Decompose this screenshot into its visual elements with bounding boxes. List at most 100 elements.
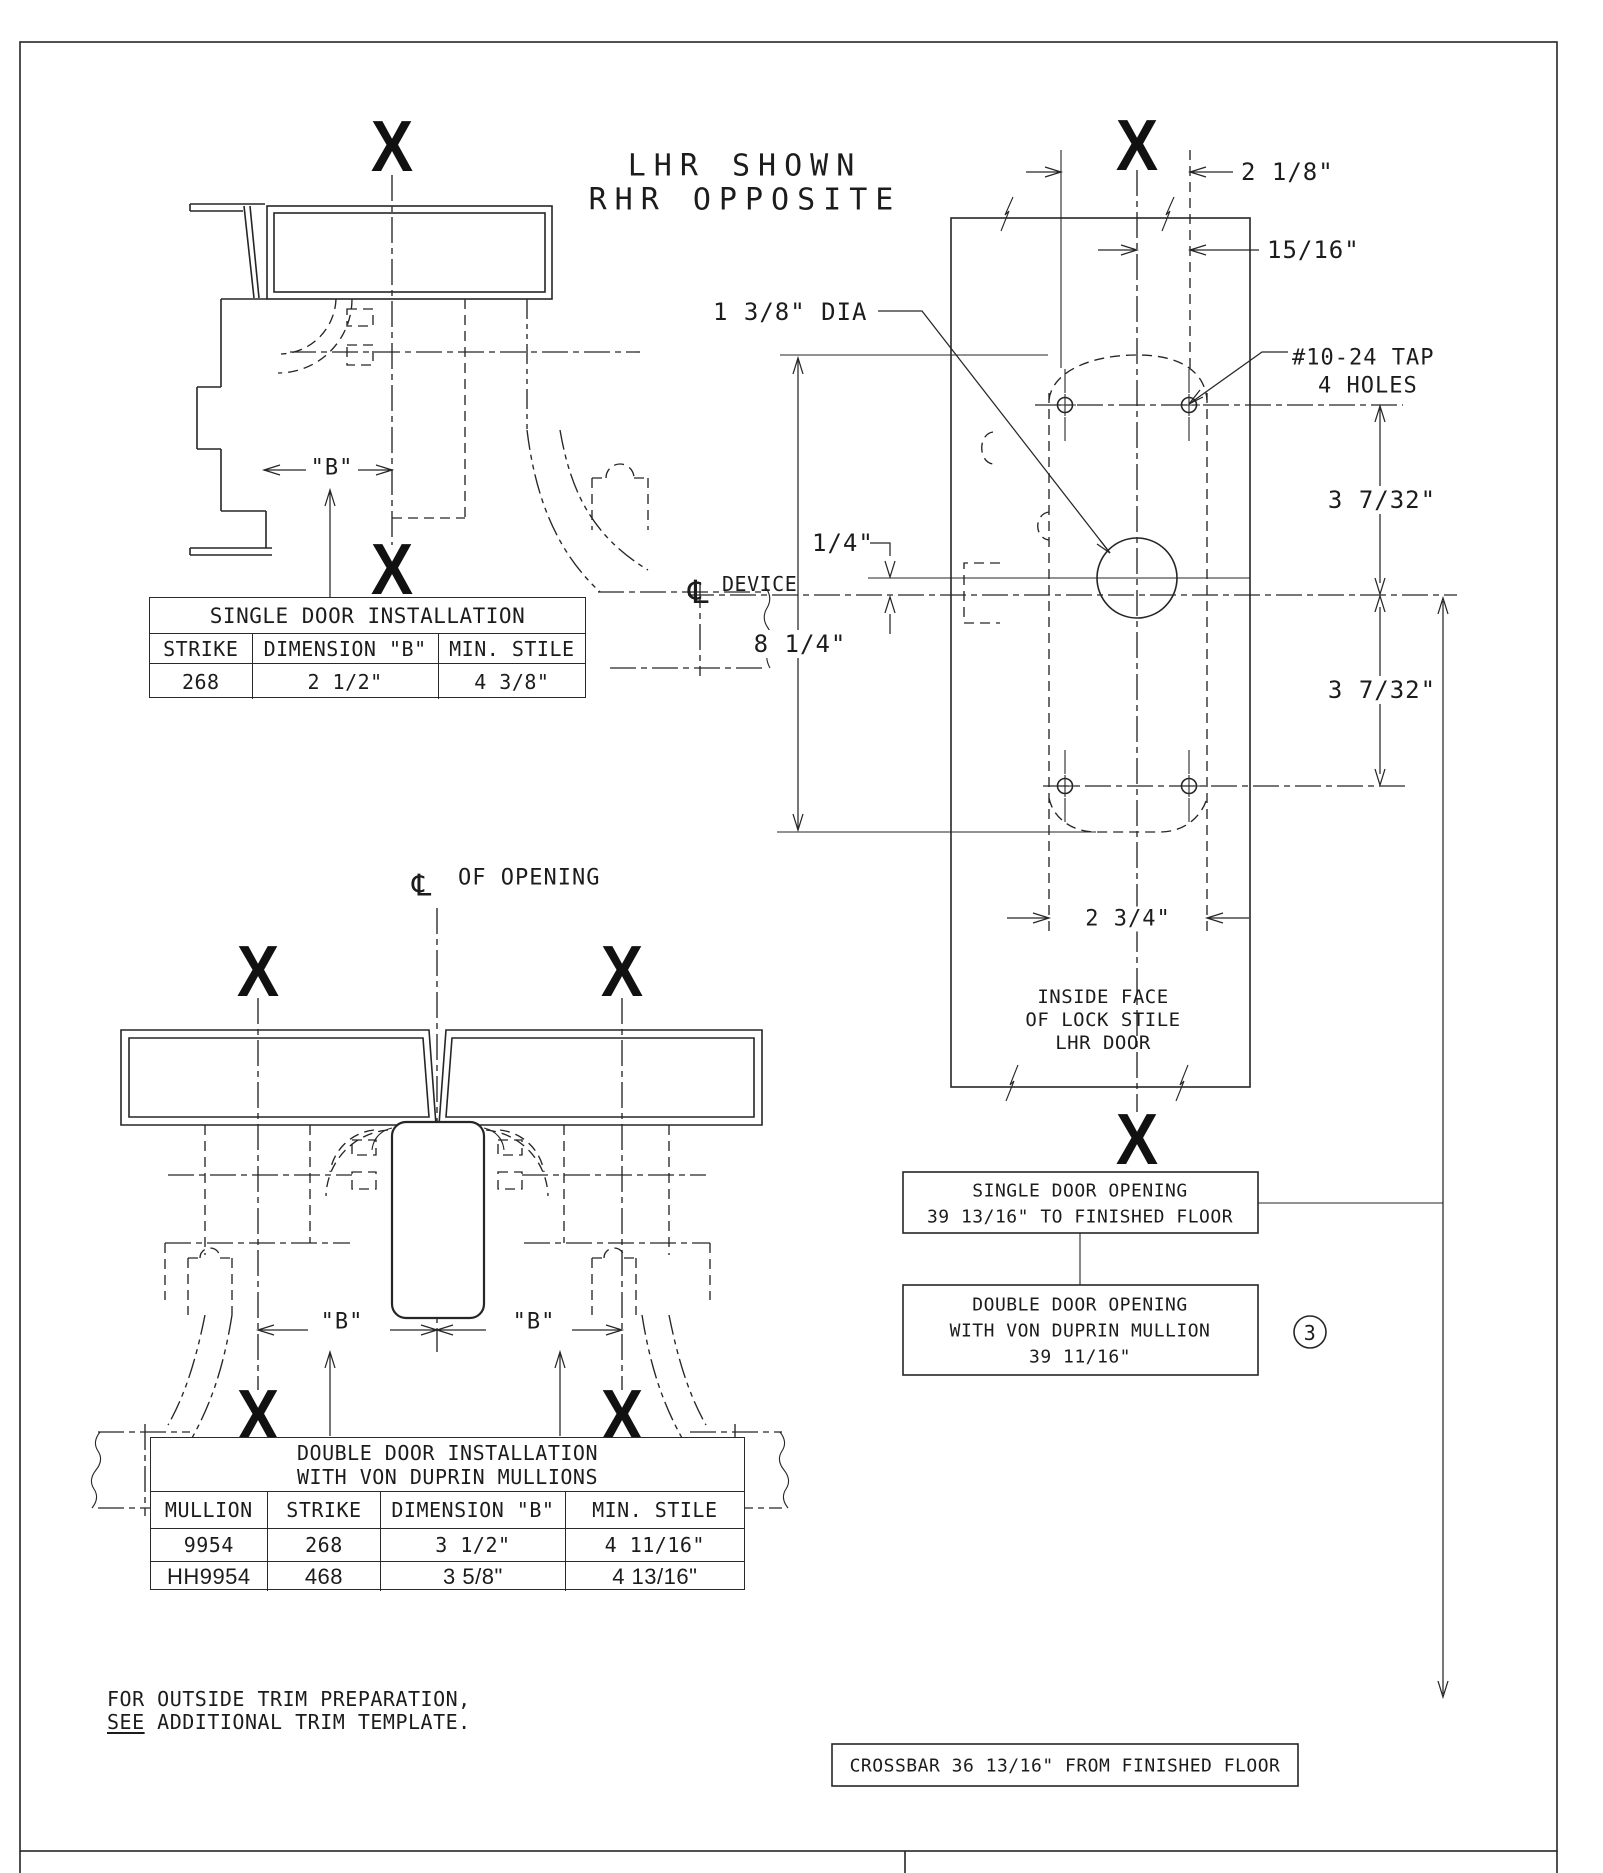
single-table-header-dimension-b: DIMENSION "B" bbox=[251, 634, 438, 663]
dim-b-right-label: "B" bbox=[512, 1309, 556, 1335]
double-table-title: DOUBLE DOOR INSTALLATION WITH VON DUPRIN… bbox=[151, 1438, 744, 1491]
x-marker: X bbox=[600, 932, 644, 1012]
lock-stile-outline bbox=[950, 217, 1251, 1088]
hole-dia-label: 1 3/8" DIA bbox=[713, 298, 868, 326]
double-table-header-strike: STRIKE bbox=[266, 1492, 381, 1528]
single-table-title: SINGLE DOOR INSTALLATION bbox=[209, 603, 526, 628]
x-marker: X bbox=[370, 107, 414, 187]
face-label-line1: INSIDE FACE bbox=[1037, 986, 1169, 1008]
trim-note-line1: FOR OUTSIDE TRIM PREPARATION, bbox=[107, 1687, 471, 1711]
single-table-data-row: 268 2 1/2" 4 3/8" bbox=[150, 663, 585, 699]
single-table-min-stile-value: 4 3/8" bbox=[437, 664, 585, 699]
double-opening-line1: DOUBLE DOOR OPENING bbox=[972, 1294, 1188, 1316]
single-door-table: SINGLE DOOR INSTALLATION STRIKE DIMENSIO… bbox=[149, 597, 586, 699]
single-door-section-view bbox=[189, 175, 773, 676]
dimension-b-right bbox=[434, 1324, 625, 1336]
orientation-note-line1: LHR SHOWN bbox=[627, 148, 863, 184]
double-table-header-dimension-b: DIMENSION "B" bbox=[380, 1492, 564, 1528]
double-table-cell: 4 11/16" bbox=[564, 1529, 744, 1561]
crossbar-note: CROSSBAR 36 13/16" FROM FINISHED FLOOR bbox=[849, 1755, 1281, 1777]
dimension-15-16 bbox=[1098, 244, 1259, 256]
tap-leader bbox=[1188, 351, 1288, 405]
left-device-hidden-lines bbox=[90, 1125, 389, 1516]
trim-note-line2-lead: SEE bbox=[107, 1710, 145, 1734]
double-table-cell: 4 13/16" bbox=[564, 1562, 744, 1591]
face-label-line2: OF LOCK STILE bbox=[1025, 1009, 1181, 1031]
crossbar-box bbox=[831, 1743, 1299, 1787]
balloon-3-circle bbox=[1293, 1315, 1327, 1349]
device-cl-label: DEVICE bbox=[722, 572, 798, 596]
single-table-header-strike: STRIKE bbox=[163, 636, 239, 661]
single-table-header-row: STRIKE DIMENSION "B" MIN. STILE bbox=[150, 633, 585, 663]
tap-note-line2: 4 HOLES bbox=[1318, 373, 1418, 399]
centerline-symbol: ℄ bbox=[412, 868, 432, 904]
dim-15-16-label: 15/16" bbox=[1267, 236, 1360, 264]
dim-1-4-label: 1/4" bbox=[812, 529, 874, 557]
double-door-section-view bbox=[90, 908, 790, 1516]
door-frame bbox=[189, 203, 272, 556]
double-table-cell: 3 1/2" bbox=[380, 1529, 564, 1561]
dim-3-7-32-upper-label: 3 7/32" bbox=[1323, 486, 1441, 514]
double-table-cell: 3 5/8" bbox=[380, 1562, 564, 1591]
x-marker: X bbox=[1115, 1100, 1159, 1180]
dim-8-1-4-label: 8 1/4" bbox=[749, 630, 851, 658]
double-opening-line3: 39 11/16" bbox=[1028, 1346, 1132, 1368]
double-table-header-mullion: MULLION bbox=[164, 1498, 253, 1522]
double-table-cell: 268 bbox=[266, 1529, 381, 1561]
double-table-header-min-stile: MIN. STILE bbox=[564, 1492, 744, 1528]
double-table-title-line1: DOUBLE DOOR INSTALLATION bbox=[297, 1440, 598, 1465]
dim-b-label: "B" bbox=[310, 455, 354, 481]
break-marks bbox=[1000, 196, 1189, 1102]
tap-note-line1: #10-24 TAP bbox=[1292, 345, 1435, 371]
dia-leader bbox=[878, 310, 1111, 554]
door-leaf bbox=[266, 205, 553, 300]
trim-note-line2: SEE ADDITIONAL TRIM TEMPLATE. bbox=[107, 1710, 471, 1734]
dim-2-1-8-label: 2 1/8" bbox=[1241, 158, 1334, 186]
dimension-2-1-8 bbox=[1026, 166, 1233, 178]
double-table-title-line2: WITH VON DUPRIN MULLIONS bbox=[297, 1464, 598, 1489]
dim-2-3-4-label: 2 3/4" bbox=[1081, 906, 1175, 932]
double-table-header-row: MULLION STRIKE DIMENSION "B" MIN. STILE bbox=[151, 1491, 744, 1528]
double-table-cell: 468 bbox=[266, 1562, 381, 1591]
x-marker: X bbox=[1115, 106, 1159, 186]
orientation-note-line2: RHR OPPOSITE bbox=[588, 182, 902, 218]
mullion bbox=[390, 1120, 486, 1320]
trim-note-line2-rest: ADDITIONAL TRIM TEMPLATE. bbox=[144, 1710, 471, 1734]
single-opening-line1: SINGLE DOOR OPENING bbox=[972, 1180, 1188, 1202]
dim-3-7-32-lower-label: 3 7/32" bbox=[1323, 676, 1441, 704]
single-table-strike-value: 268 bbox=[181, 669, 220, 694]
x-marker: X bbox=[236, 932, 280, 1012]
dimension-1-4 bbox=[870, 542, 896, 634]
x-marker: X bbox=[370, 530, 414, 610]
dimension-2-3-4 bbox=[1007, 912, 1249, 924]
page-border bbox=[19, 41, 1558, 1873]
left-door-leaf bbox=[120, 1029, 437, 1126]
double-opening-box bbox=[902, 1284, 1259, 1376]
dimension-b bbox=[261, 464, 395, 597]
right-door-leaf bbox=[438, 1029, 763, 1126]
device-template-outline bbox=[963, 354, 1208, 935]
double-opening-line2: WITH VON DUPRIN MULLION bbox=[949, 1320, 1211, 1342]
face-label-line3: LHR DOOR bbox=[1055, 1032, 1151, 1054]
single-table-header-min-stile: MIN. STILE bbox=[437, 634, 585, 663]
single-table-dimension-b-value: 2 1/2" bbox=[251, 664, 438, 699]
table-leaders bbox=[324, 1349, 566, 1436]
spindle-hole-circle bbox=[1096, 537, 1178, 619]
double-table-cell: HH9954 bbox=[166, 1563, 251, 1589]
double-table-row-9954: 9954 268 3 1/2" 4 11/16" bbox=[151, 1528, 744, 1561]
centerline-symbol: ℄ bbox=[688, 573, 709, 611]
finished-floor-dimension bbox=[1079, 595, 1449, 1700]
device-centerlines bbox=[257, 998, 623, 1390]
dim-b-left-label: "B" bbox=[320, 1309, 364, 1335]
callout-boxes bbox=[831, 1171, 1327, 1787]
dimension-8-1-4 bbox=[777, 354, 1096, 833]
double-table-cell: 9954 bbox=[183, 1533, 234, 1557]
single-opening-line2: 39 13/16" TO FINISHED FLOOR bbox=[926, 1206, 1234, 1228]
double-table-row-hh9954: HH9954 468 3 5/8" 4 13/16" bbox=[151, 1561, 744, 1591]
opening-cl-label: OF OPENING bbox=[458, 865, 601, 891]
balloon-3-label: 3 bbox=[1303, 1321, 1317, 1345]
exit-device-hidden-lines bbox=[277, 298, 773, 676]
double-door-table: DOUBLE DOOR INSTALLATION WITH VON DUPRIN… bbox=[150, 1437, 745, 1591]
